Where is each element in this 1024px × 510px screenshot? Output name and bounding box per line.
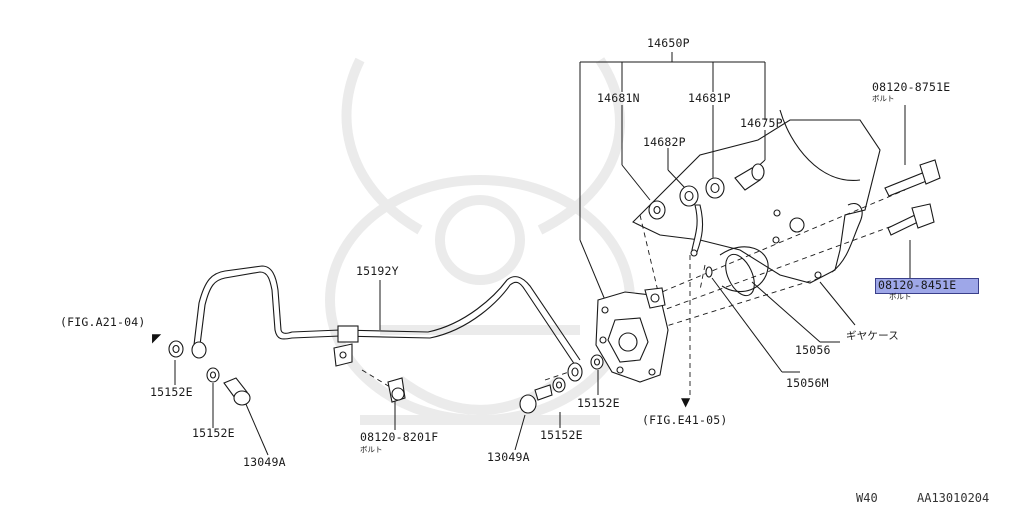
washers-bolts-lower [168, 340, 604, 414]
label-08120-8751E-sub: ボルト [872, 94, 895, 103]
label-08120-8451E-sub: ボルト [889, 292, 912, 301]
label-fig-e41-05[interactable]: (FIG.E41-05) [642, 413, 728, 427]
label-15056M: 15056M [786, 376, 829, 390]
label-14682P: 14682P [643, 135, 686, 149]
label-14681N: 14681N [597, 91, 640, 105]
label-14650P: 14650P [647, 36, 690, 50]
label-15192Y: 15192Y [356, 264, 399, 278]
label-15056: 15056 [795, 343, 831, 357]
label-14681P: 14681P [688, 91, 731, 105]
label-gear-case: ギヤケース [846, 330, 899, 342]
fittings [648, 163, 765, 278]
label-fig-a21-04[interactable]: (FIG.A21-04) [60, 315, 146, 329]
label-08120-8751E: 08120-8751E [872, 80, 951, 94]
label-08120-8451E[interactable]: 08120-8451E [875, 278, 979, 294]
gear-case [632, 109, 881, 297]
bolts-right [884, 159, 941, 236]
label-08120-8201F-sub: ボルト [360, 445, 383, 454]
footer-code: AA13010204 [917, 491, 990, 505]
watermark-emblem [325, 57, 635, 425]
label-08120-8201F: 08120-8201F [360, 430, 439, 444]
label-15152E-left: 15152E [150, 385, 193, 399]
label-13049A-mid: 13049A [487, 450, 530, 464]
label-14675P: 14675P [740, 116, 783, 130]
pipe-15192Y [191, 265, 583, 382]
arrow-down-icon: ▼ [681, 395, 691, 409]
arrow-left-icon: ◤ [152, 331, 162, 345]
vacuum-pump [595, 287, 669, 383]
footer-model: W40 [856, 491, 878, 505]
label-15152E-left-lower: 15152E [192, 426, 235, 440]
label-13049A-left: 13049A [243, 455, 286, 469]
label-15152E-right: 15152E [577, 396, 620, 410]
label-15152E-mid: 15152E [540, 428, 583, 442]
